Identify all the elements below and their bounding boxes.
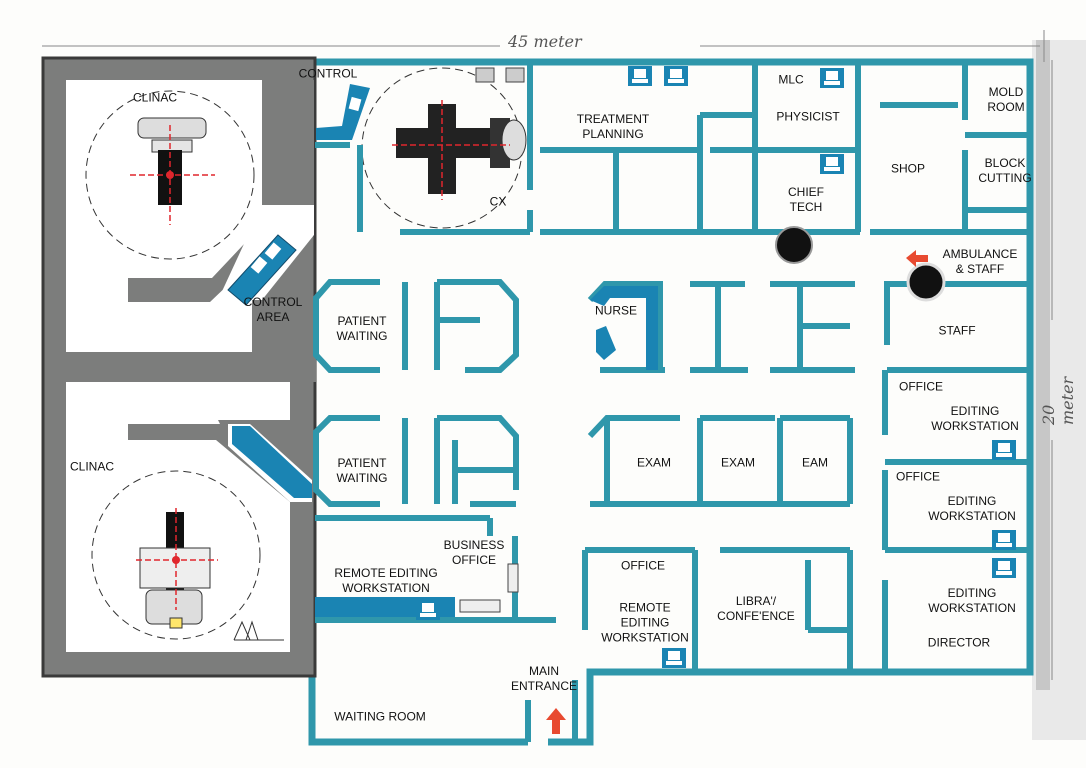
column-icon [906,262,946,302]
room-label-office-right-1: OFFICE [899,379,943,394]
workstation-icon [628,66,652,86]
bottom-control-console [232,426,312,498]
entrance-arrow-icon [546,708,566,734]
room-label-control: CONTROL [298,66,358,81]
room-label-clinac-top: CLINAC [132,90,178,105]
room-label-editing-ws-2: EDITING WORKSTATION [928,494,1016,523]
room-label-shop: SHOP [890,161,926,176]
height-dimension-label: 20 meter [1039,376,1077,425]
room-label-office-center: OFFICE [621,558,665,573]
room-label-exam-1: EXAM [636,455,672,470]
nurse-counter [590,286,658,370]
room-label-remote-editing-center: REMOTE EDITING WORKSTATION [601,600,689,645]
dimension-line-width [42,30,1045,62]
width-dimension-label: 45 meter [508,32,582,51]
control-console [316,84,370,140]
room-label-staff: STAFF [938,323,976,338]
interior-walls [313,62,1030,742]
workstation-icon [664,66,688,86]
room-label-exam-3: EAM [801,455,829,470]
room-label-mold-room: MOLD ROOM [987,85,1025,114]
room-label-remote-editing-left: REMOTE EDITING WORKSTATION [334,566,438,595]
room-label-main-entrance: MAIN ENTRANCE [510,664,578,693]
room-label-exam-2: EXAM [720,455,756,470]
room-label-nurse: NURSE [594,303,638,318]
room-label-patient-waiting-bottom: PATIENT WAITING [336,456,388,485]
room-label-patient-waiting-top: PATIENT WAITING [336,314,388,343]
column-icon [775,226,813,264]
workstation-icon [820,68,844,88]
room-label-mlc: MLC [778,72,804,87]
room-label-cx: CX [489,194,507,209]
room-label-library: LIBRA'/ CONFE'ENCE [717,594,795,623]
cx-machine [361,67,527,229]
room-label-office-right-2: OFFICE [896,469,940,484]
control-area-console [227,234,297,306]
room-label-director: DIRECTOR [927,635,991,650]
room-label-editing-ws-3: EDITING WORKSTATION [928,586,1016,615]
workstation-icon [992,530,1016,550]
room-label-ambulance-staff: AMBULANCE & STAFF [942,247,1018,276]
room-label-chief-tech: CHIEF TECH [788,185,824,214]
ambulance-arrow-icon [906,250,928,267]
workstation-icon [992,440,1016,460]
room-label-waiting-room: WAITING ROOM [334,709,426,724]
room-label-clinac-bottom: CLINAC [69,459,115,474]
linac-machine-icon [91,470,284,641]
workstation-icon [416,600,440,620]
room-label-control-area: CONTROL AREA [243,295,303,324]
workstation-icon [820,154,844,174]
workstation-icon [992,558,1016,578]
room-label-physicist: PHYSICIST [776,109,840,124]
room-label-treatment-planning: TREATMENT PLANNING [576,112,650,141]
workstation-icon [662,648,686,668]
room-label-business-office: BUSINESS OFFICE [443,538,505,567]
room-label-editing-ws-1: EDITING WORKSTATION [931,404,1019,433]
room-label-block-cutting: BLOCK CUTTING [978,156,1032,185]
linac-machine-icon [85,90,255,260]
